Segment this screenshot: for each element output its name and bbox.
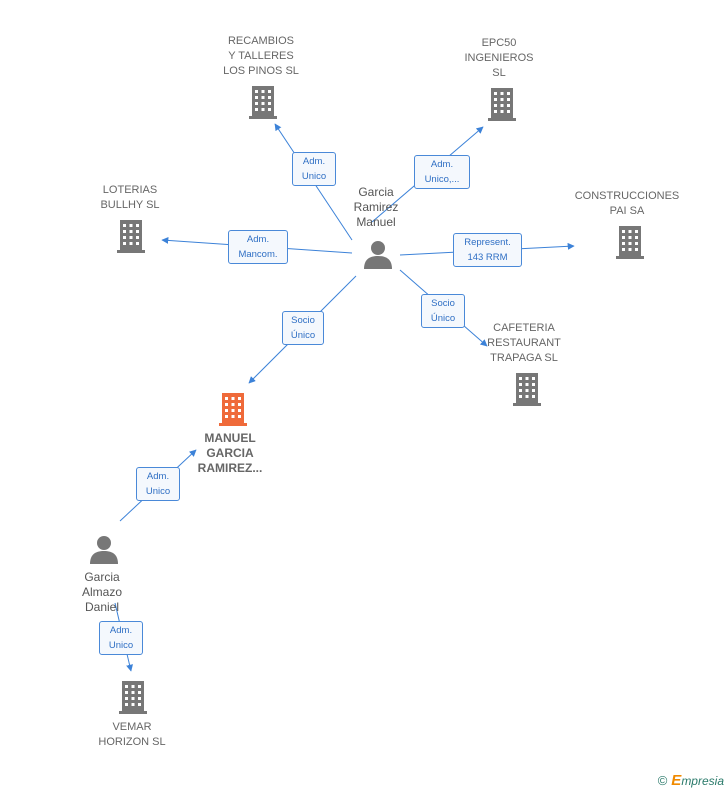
person-icon	[90, 536, 118, 564]
node-garcia-almazo[interactable]	[88, 535, 120, 565]
node-manuel-main[interactable]	[216, 391, 250, 427]
label-epc50: EPC50 INGENIEROS SL	[464, 37, 534, 79]
person-icon	[364, 241, 392, 269]
brand-initial: E	[671, 772, 682, 789]
node-epc50[interactable]	[485, 86, 519, 122]
building-icon	[219, 393, 247, 426]
node-cafeteria[interactable]	[510, 371, 544, 407]
building-icon	[513, 373, 541, 406]
building-icon	[117, 220, 145, 253]
copyright-icon: ©	[657, 773, 668, 788]
node-recambios[interactable]	[246, 84, 280, 120]
edge-badge-manuel[interactable]: Socio Único	[282, 311, 324, 345]
brand-name: mpresia	[681, 774, 724, 788]
node-vemar[interactable]	[116, 679, 150, 715]
label-manuel-main: MANUEL GARCIA RAMIREZ...	[197, 431, 263, 475]
label-cafeteria: CAFETERIA RESTAURANT TRAPAGA SL	[487, 322, 561, 364]
empresia-logo: ©Empresia	[658, 772, 724, 789]
edge-badge-recambios[interactable]: Adm. Unico	[292, 152, 336, 186]
edge-badge-cafeteria[interactable]: Socio Único	[421, 294, 465, 328]
label-garcia-ramirez: Garcia Ramirez Manuel	[353, 185, 399, 229]
building-icon	[249, 86, 277, 119]
label-garcia-almazo: Garcia Almazo Daniel	[81, 570, 122, 614]
label-construcciones: CONSTRUCCIONES PAI SA	[574, 190, 680, 217]
building-icon	[488, 88, 516, 121]
edge-badge-epc50[interactable]: Adm. Unico,...	[414, 155, 470, 189]
label-vemar: VEMAR HORIZON SL	[98, 721, 166, 748]
node-garcia-ramirez[interactable]	[362, 240, 394, 270]
building-icon	[616, 226, 644, 259]
edge-badge-construcciones[interactable]: Represent. 143 RRM	[453, 233, 522, 267]
node-loterias[interactable]	[114, 218, 148, 254]
edge-badge-almazo-manuel[interactable]: Adm. Unico	[136, 467, 180, 501]
building-icon	[119, 681, 147, 714]
edge-badge-almazo-vemar[interactable]: Adm. Unico	[99, 621, 143, 655]
label-loterias: LOTERIAS BULLHY SL	[100, 184, 160, 211]
label-recambios: RECAMBIOS Y TALLERES LOS PINOS SL	[223, 35, 299, 77]
node-construcciones[interactable]	[613, 224, 647, 260]
edge-badge-loterias[interactable]: Adm. Mancom.	[228, 230, 288, 264]
